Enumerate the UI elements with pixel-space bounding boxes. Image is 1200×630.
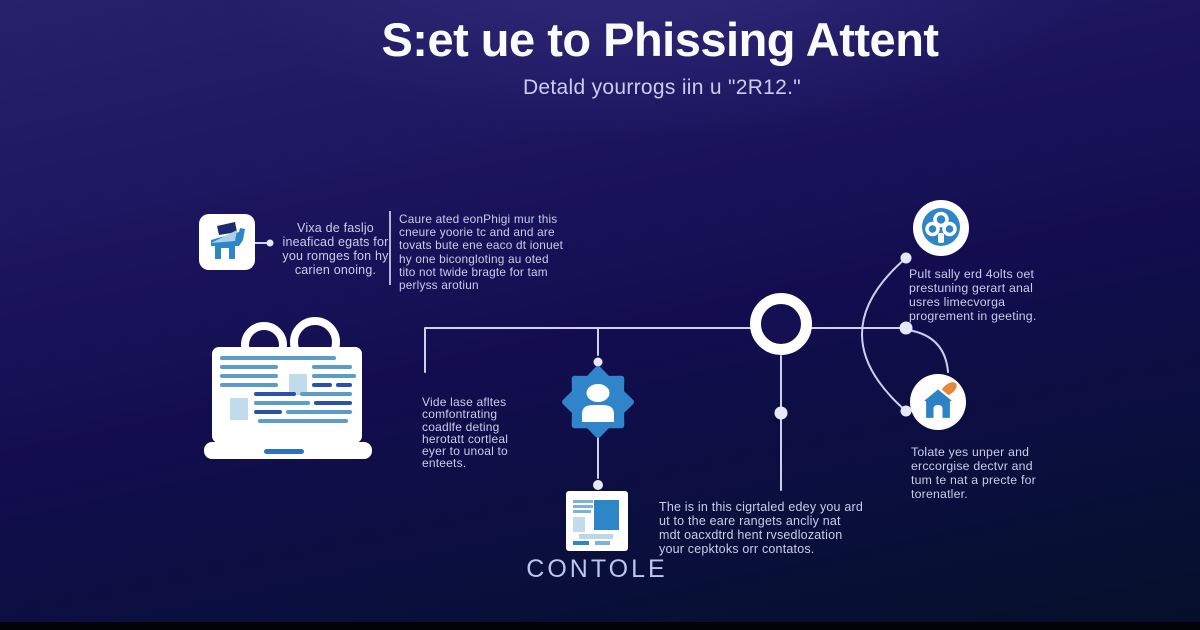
- document-icon: [566, 491, 628, 551]
- letterbox-bar: [0, 622, 1200, 630]
- person-badge-icon: [562, 366, 634, 438]
- mail-callout-text: Vixa de fasljo ineaficad egats for you r…: [282, 221, 389, 277]
- page-title: S:et ue to Phissing Attent: [381, 13, 939, 66]
- note-mid-text: Vide lase afltes comfontrating coadlfe d…: [422, 395, 509, 471]
- ring-node-icon: [750, 293, 812, 355]
- note-right-top-text: Pult sally erd 4olts oet prestuning gera…: [909, 267, 1037, 323]
- note-divider: [389, 211, 391, 285]
- note-top-text: Caure ated eonPhigi mur this cneure yoor…: [399, 212, 564, 293]
- note-bottom-text: The is in this cigrtaled edey you ard ut…: [659, 500, 864, 556]
- console-label: CONTOLE: [526, 555, 668, 583]
- note-right-bottom-text: Tolate yes unper and erccorgise dectvr a…: [911, 445, 1036, 501]
- flag-pet-icon: [199, 214, 255, 270]
- page-subtitle: Detald yourrogs iin u "2R12.": [522, 76, 802, 99]
- laptop-browser-icon: [200, 316, 376, 466]
- home-icon: [910, 374, 966, 430]
- people-group-icon: [913, 200, 969, 256]
